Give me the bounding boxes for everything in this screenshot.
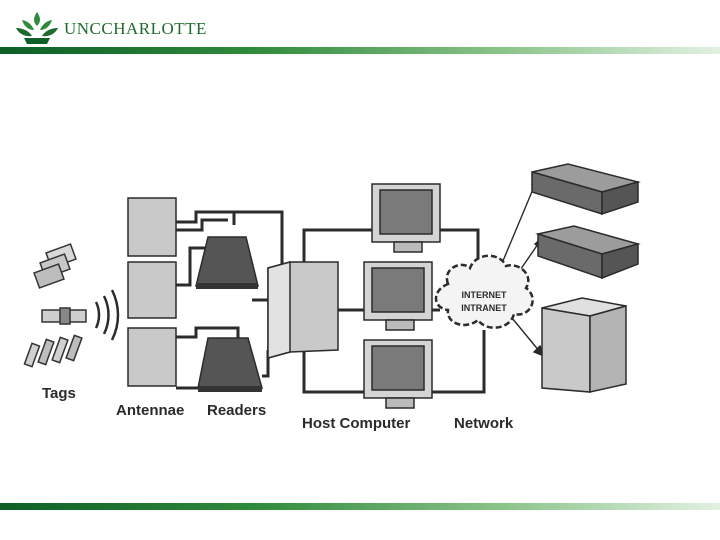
header-gradient-bar [0, 47, 720, 54]
network-servers [531, 163, 641, 393]
antenna-panels [127, 197, 177, 387]
cloud-label-intranet: INTRANET [461, 303, 507, 313]
internet-cloud-icon [434, 254, 534, 329]
label-host-computer: Host Computer [302, 415, 410, 432]
rfid-tags [23, 243, 87, 368]
label-network: Network [454, 415, 514, 432]
brand-wordmark: UNCCHARLOTTE [64, 19, 207, 38]
label-readers: Readers [207, 402, 266, 419]
cloud-label-internet: INTERNET [462, 290, 508, 300]
reader-devices [195, 236, 263, 392]
label-tags: Tags [42, 385, 76, 402]
slide-header: UNCCHARLOTTE [0, 0, 720, 60]
label-antennae: Antennae [116, 402, 184, 419]
monitor-workstations [363, 183, 441, 409]
crown-logo-icon [16, 12, 58, 44]
footer-gradient-bar [0, 503, 720, 510]
host-computer-tower [267, 261, 339, 359]
connection-wires [176, 210, 486, 394]
radio-waves-icon [94, 289, 120, 341]
